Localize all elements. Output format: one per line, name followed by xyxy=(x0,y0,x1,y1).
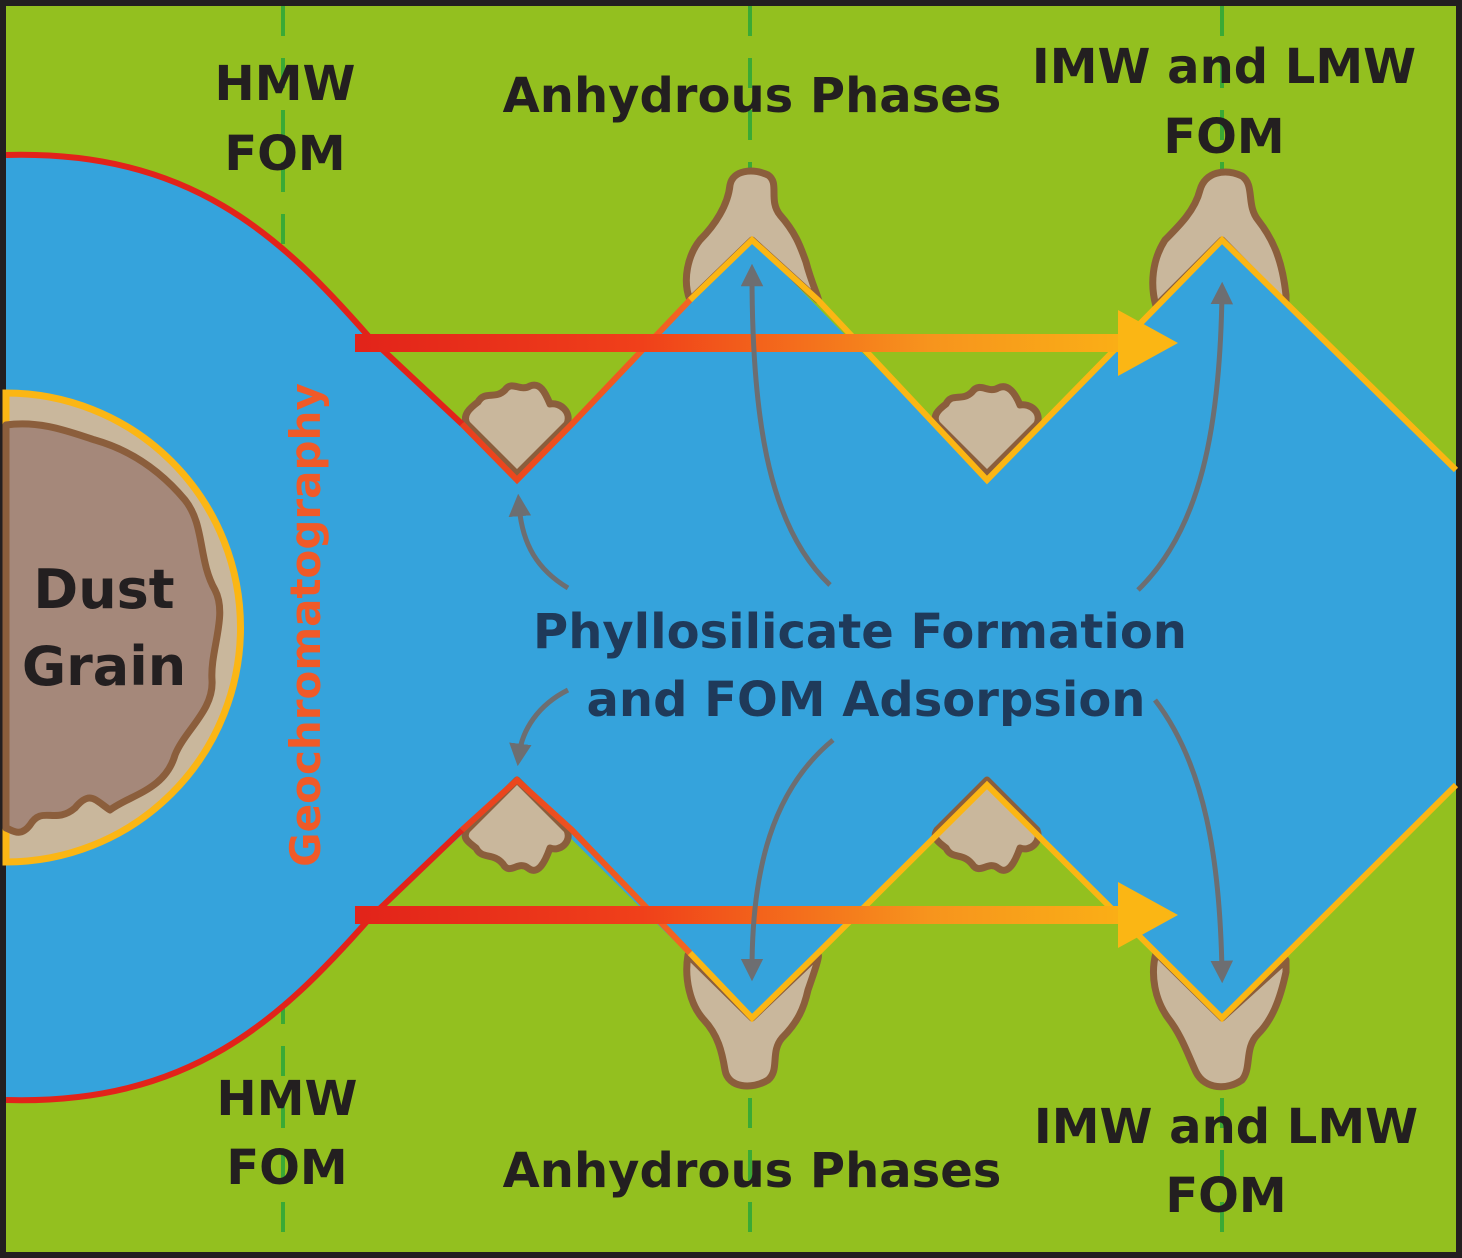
transport-arrow-top-head xyxy=(1118,310,1178,376)
center-label-line2: and FOM Adsorpsion xyxy=(587,672,1146,728)
transport-arrow-top-shaft xyxy=(355,334,1125,352)
formation-arrows xyxy=(508,263,1234,984)
fluid-region xyxy=(6,154,1456,1101)
fluid-boundaries xyxy=(5,151,1459,1104)
geochromatography-label: Geochromatography xyxy=(281,383,330,867)
gray-arrow-top-right xyxy=(1136,281,1234,592)
dust-grain-label-line1: Dust xyxy=(33,558,174,621)
label-hmw-bottom-line1: HMW xyxy=(217,1071,358,1127)
boundary-bottom-red xyxy=(5,827,465,1104)
gray-arrow-top-middle xyxy=(740,263,832,587)
label-hmw-bottom-line2: FOM xyxy=(226,1140,347,1196)
boundary-bottom-zigzag xyxy=(459,775,693,956)
transport-arrows xyxy=(355,310,1178,948)
center-label-line1: Phyllosilicate Formation xyxy=(533,604,1187,660)
boundary-top-zigzag xyxy=(459,297,693,485)
gray-arrow-bottom-right xyxy=(1153,698,1234,984)
transport-arrow-bottom-head xyxy=(1118,882,1178,948)
label-imw-bottom-line2: FOM xyxy=(1165,1168,1286,1224)
dust-grain-label-line2: Grain xyxy=(22,635,186,698)
mineral-trough-bottom-1 xyxy=(461,776,572,874)
mineral-trough-top-2 xyxy=(931,383,1042,478)
gray-arrow-bottom-left xyxy=(509,687,570,767)
labels-bottom: HMW FOM Anhydrous Phases IMW and LMW FOM xyxy=(217,1071,1419,1224)
boundary-bottom-orange xyxy=(687,780,1459,1023)
boundary-top-orange xyxy=(687,235,1459,485)
label-anhydrous-top: Anhydrous Phases xyxy=(503,68,1002,124)
trough-minerals xyxy=(461,381,1042,874)
labels-top: HMW FOM Anhydrous Phases IMW and LMW FOM xyxy=(215,39,1417,182)
label-hmw-top-line2: FOM xyxy=(224,126,345,182)
label-imw-top-line2: FOM xyxy=(1163,109,1284,165)
gray-arrow-bottom-middle xyxy=(740,738,835,982)
dust-grain-core xyxy=(2,420,224,836)
gray-arrow-top-left xyxy=(508,493,570,591)
mineral-trough-top-1 xyxy=(461,381,572,478)
dust-grain xyxy=(2,389,244,866)
label-imw-top-line1: IMW and LMW xyxy=(1032,39,1416,95)
mineral-trough-bottom-2 xyxy=(931,776,1042,874)
label-anhydrous-bottom: Anhydrous Phases xyxy=(503,1143,1002,1199)
boundary-top-red xyxy=(5,151,465,427)
label-imw-bottom-line1: IMW and LMW xyxy=(1034,1099,1418,1155)
label-hmw-top-line1: HMW xyxy=(215,56,356,112)
transport-arrow-bottom-shaft xyxy=(355,906,1125,924)
